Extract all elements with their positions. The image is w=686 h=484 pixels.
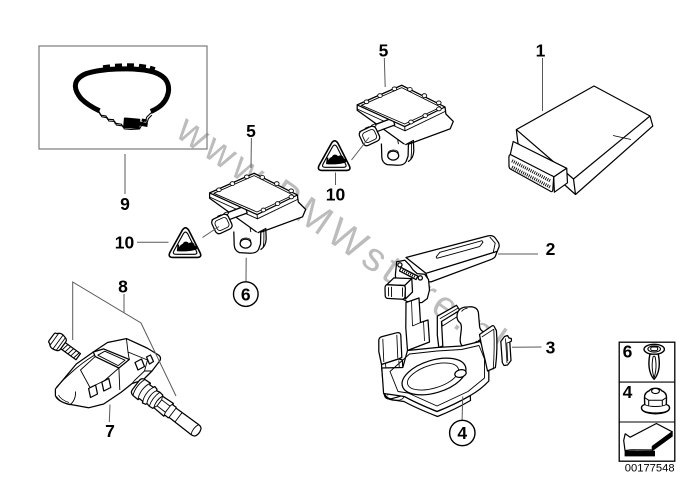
svg-text:9: 9	[120, 194, 130, 214]
svg-text:3: 3	[546, 338, 556, 358]
svg-text:8: 8	[118, 277, 128, 297]
svg-text:2: 2	[546, 239, 556, 259]
svg-text:7: 7	[105, 421, 115, 441]
svg-text:10: 10	[326, 185, 346, 205]
svg-text:00177548: 00177548	[625, 462, 675, 474]
svg-text:5: 5	[246, 121, 256, 141]
svg-text:1: 1	[536, 41, 546, 61]
svg-text:5: 5	[379, 41, 389, 61]
svg-text:10: 10	[115, 233, 135, 253]
svg-text:6: 6	[241, 284, 251, 304]
svg-text:4: 4	[623, 382, 633, 402]
svg-text:4: 4	[457, 423, 467, 443]
svg-text:6: 6	[623, 342, 633, 362]
